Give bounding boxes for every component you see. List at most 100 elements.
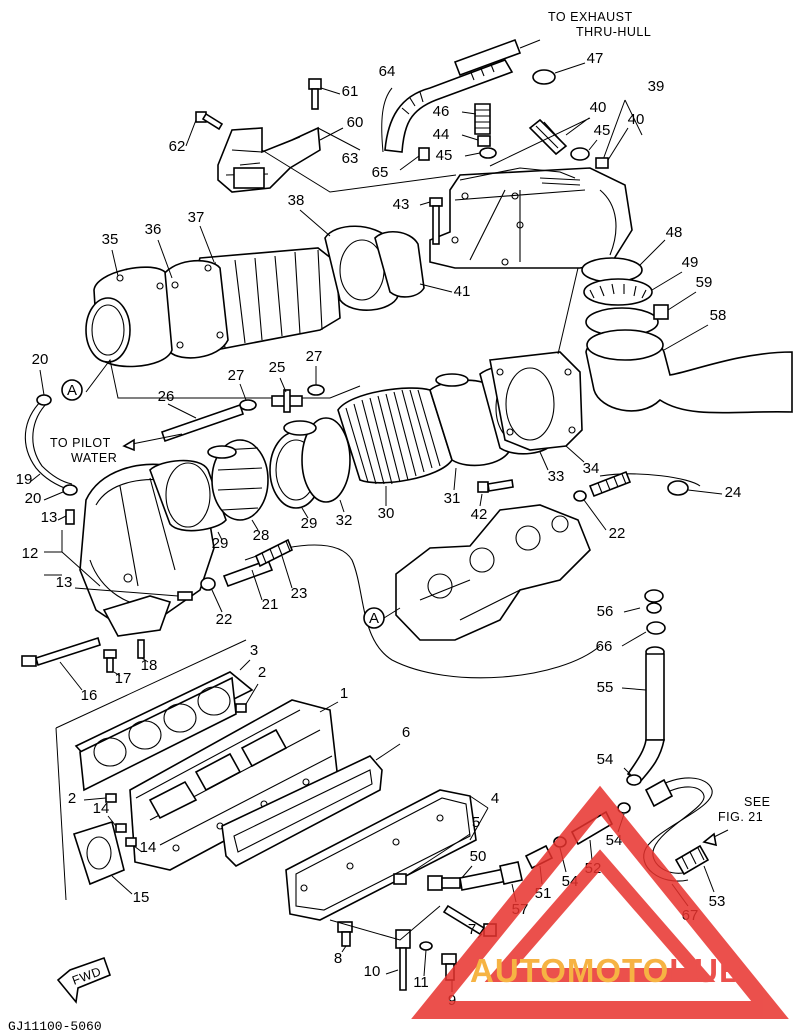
gasket-3: [74, 659, 254, 792]
callout-58: 58: [710, 307, 727, 324]
note-see-line1: SEE: [744, 795, 771, 809]
clamp-27-right: [307, 366, 325, 396]
callout-43: 43: [393, 196, 410, 213]
callout-55: 55: [597, 679, 614, 696]
callout-46: 46: [433, 103, 450, 120]
callout-47: 47: [587, 50, 604, 67]
callout-23: 23: [291, 585, 308, 602]
callout-60: 60: [347, 114, 364, 131]
clamp-20-lower: [43, 484, 78, 501]
washer-11: [419, 941, 433, 977]
callout-38: 38: [288, 192, 305, 209]
stud-18: [137, 639, 149, 663]
watermark-part1: AUTOMOTO: [470, 952, 669, 989]
water-jacket-cover-4: [285, 789, 489, 921]
gasket-15: [72, 820, 133, 895]
fitting-25: [271, 377, 303, 413]
clamp-32: [283, 417, 351, 513]
callout-59: 59: [696, 274, 713, 291]
bolt-61: [308, 78, 341, 110]
callout-13: 13: [41, 509, 58, 526]
svg-text:AUTOMOTOHUB: AUTOMOTOHUB: [470, 952, 744, 989]
callout-6: 6: [402, 724, 410, 741]
callout-42: 42: [471, 506, 488, 523]
exhaust-manifold-1: [129, 699, 339, 871]
callout-64: 64: [379, 63, 396, 80]
dowel-pin-2-lower: [83, 793, 117, 803]
callout-44: 44: [433, 126, 450, 143]
part-number-callouts: 1223456789101112131314141516171819202021…: [16, 50, 742, 1009]
clamp-54-top: [623, 767, 642, 786]
callout-39: 39: [648, 78, 665, 95]
callout-29: 29: [212, 535, 229, 552]
mounting-bracket-60: [217, 126, 344, 193]
clamp-24: [667, 480, 723, 496]
hose-57: [459, 861, 523, 903]
exhaust-hose-64: [381, 38, 541, 153]
callout-53: 53: [709, 893, 726, 910]
water-hose-loop: [244, 473, 701, 679]
callout-54: 54: [597, 751, 614, 768]
fitting-5: [393, 833, 471, 885]
exhaust-manifold-lower: [395, 504, 591, 641]
callout-50: 50: [470, 848, 487, 865]
callout-16: 16: [81, 687, 98, 704]
reference-markers: AA: [61, 379, 385, 629]
callout-18: 18: [141, 657, 158, 674]
gasket-41: [374, 231, 453, 298]
bolt-13-upper: [57, 509, 75, 525]
note-to-exhaust-line2: THRU-HULL: [576, 25, 651, 39]
callout-40: 40: [590, 99, 607, 116]
callout-1: 1: [340, 685, 348, 702]
callout-65: 65: [372, 164, 389, 181]
callout-66: 66: [596, 638, 613, 655]
callout-61: 61: [342, 83, 359, 100]
dowel-pin-2-upper: [235, 683, 259, 713]
pipe-21: [222, 558, 274, 601]
water-hose-19: [24, 399, 73, 491]
reference-marker-a: A: [61, 379, 83, 401]
callout-33: 33: [548, 468, 565, 485]
callout-40: 40: [628, 111, 645, 128]
callout-30: 30: [378, 505, 395, 522]
clamp-59: [585, 291, 697, 337]
callout-17: 17: [115, 670, 132, 687]
callout-25: 25: [269, 359, 286, 376]
callout-12: 12: [22, 545, 39, 562]
callout-41: 41: [454, 283, 471, 300]
bolt-16: [21, 636, 101, 691]
hose-clamp-47: [532, 62, 586, 85]
callout-37: 37: [188, 209, 205, 226]
pipe-55: [621, 646, 665, 741]
exhaust-flange-35: [85, 249, 173, 368]
callout-29: 29: [301, 515, 318, 532]
callout-63: 63: [342, 150, 359, 167]
callout-45: 45: [436, 147, 453, 164]
callout-27: 27: [228, 367, 245, 384]
callout-32: 32: [336, 512, 353, 529]
gasket-6: [221, 743, 401, 867]
callout-28: 28: [253, 527, 270, 544]
fitting-40-right: [595, 127, 629, 169]
callout-24: 24: [725, 484, 742, 501]
marker-circle: [61, 379, 83, 401]
clamp-20-upper: [36, 369, 52, 406]
bolt-62: [185, 111, 224, 147]
marker-label: A: [369, 610, 379, 627]
washer-56: [623, 589, 664, 614]
callout-7: 7: [468, 921, 476, 938]
marker-circle: [363, 607, 385, 629]
callout-26: 26: [158, 388, 175, 405]
callout-2: 2: [258, 664, 266, 681]
small-hose-46: [461, 103, 491, 135]
fwd-arrow: FWD: [56, 956, 112, 1004]
callout-45: 45: [594, 122, 611, 139]
callout-15: 15: [133, 889, 150, 906]
dowel-pin-14-left: [107, 815, 127, 833]
callout-2: 2: [68, 790, 76, 807]
nut-66: [621, 621, 666, 647]
clamp-45-right: [570, 139, 598, 161]
watermark-part2: HUB: [669, 952, 744, 989]
callout-31: 31: [444, 490, 461, 507]
